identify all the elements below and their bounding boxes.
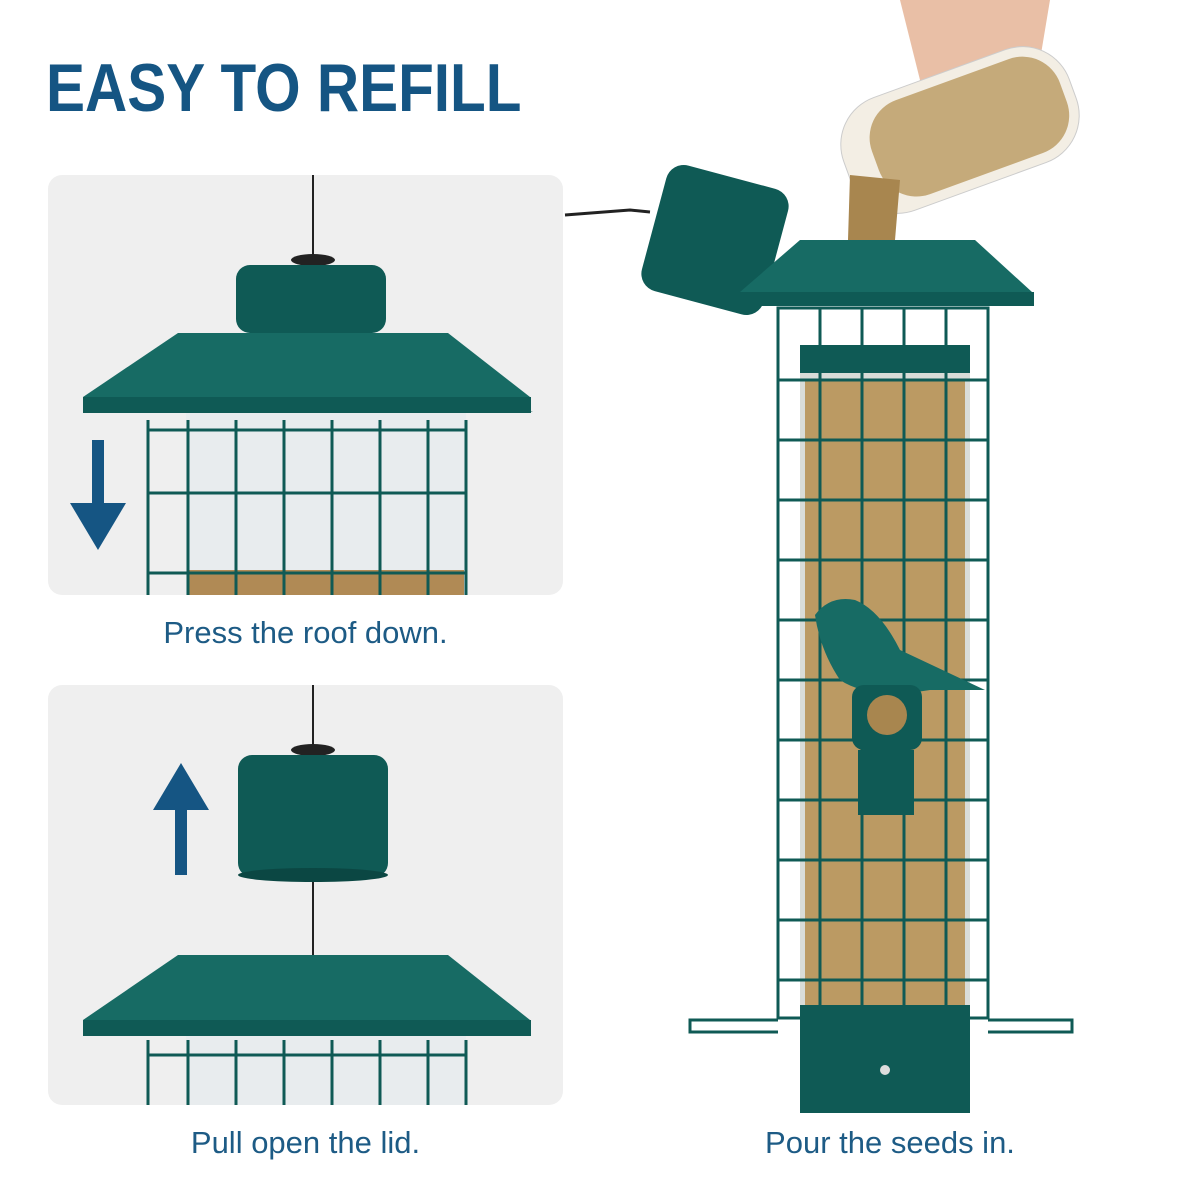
step-2-caption: Pull open the lid. bbox=[190, 1125, 421, 1160]
step-1-image bbox=[48, 175, 563, 595]
arrow-up-icon bbox=[153, 763, 209, 875]
step-1-caption: Press the roof down. bbox=[163, 615, 448, 650]
step-3-caption: Pour the seeds in. bbox=[765, 1125, 1015, 1160]
arrow-down-icon bbox=[70, 440, 126, 550]
page-title: EASY TO REFILL bbox=[46, 50, 522, 126]
step-2-image bbox=[48, 685, 563, 1105]
